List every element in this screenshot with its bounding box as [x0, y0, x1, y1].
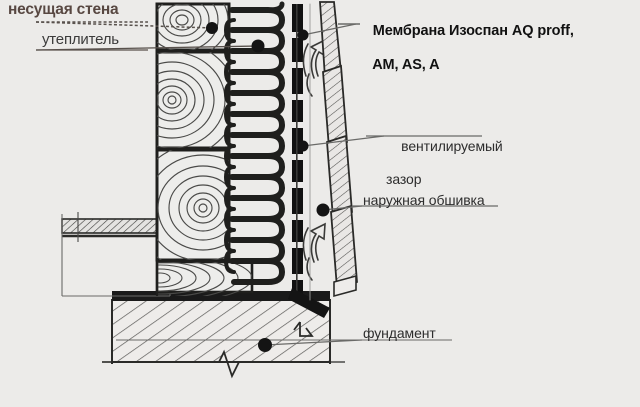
leader-lines	[35, 21, 498, 346]
callout-dots	[206, 22, 330, 352]
label-membrane: Мембрана Изоспан AQ proff, AM, AS, A	[357, 6, 574, 92]
leader-insulation	[35, 45, 259, 51]
windproof-membrane-layer	[292, 4, 303, 300]
insulation-layer	[224, 1, 285, 285]
label-outer-cladding: наружная обшивка	[363, 192, 485, 208]
label-ventilated-gap: вентилируемый зазор	[386, 121, 503, 220]
leader-bearing-wall	[35, 21, 213, 29]
callout-dot-foundation	[258, 338, 272, 352]
label-membrane-line2: AM, AS, A	[372, 57, 440, 74]
foundation-layer	[102, 299, 345, 379]
floor-assembly	[61, 212, 187, 297]
sill-waterproofing-layer	[112, 291, 330, 301]
label-membrane-line1: Мембрана Изоспан AQ proff,	[372, 23, 574, 40]
leader-membrane	[302, 23, 357, 36]
callout-dot-insulation	[251, 39, 265, 53]
leader-ventilated-gap	[302, 135, 385, 147]
label-bearing-wall: несущая стена	[8, 1, 119, 18]
callout-dot-outer-cladding	[316, 203, 330, 217]
callout-dot-bearing-wall	[206, 22, 218, 34]
label-insulation: утеплитель	[42, 31, 119, 48]
label-foundation: фундамент	[363, 325, 436, 341]
leader-foundation	[264, 339, 363, 346]
drip-flashing	[288, 288, 330, 337]
callout-dot-membrane	[297, 29, 309, 41]
bearing-wall-timber	[155, 2, 254, 296]
callout-dot-ventilated-gap	[297, 140, 309, 152]
leader-outer-cladding	[322, 205, 363, 211]
label-ventilated-gap-line2: зазор	[386, 170, 422, 187]
outer-cladding-layer	[319, 1, 358, 298]
label-ventilated-gap-line1: вентилируемый	[401, 137, 503, 154]
